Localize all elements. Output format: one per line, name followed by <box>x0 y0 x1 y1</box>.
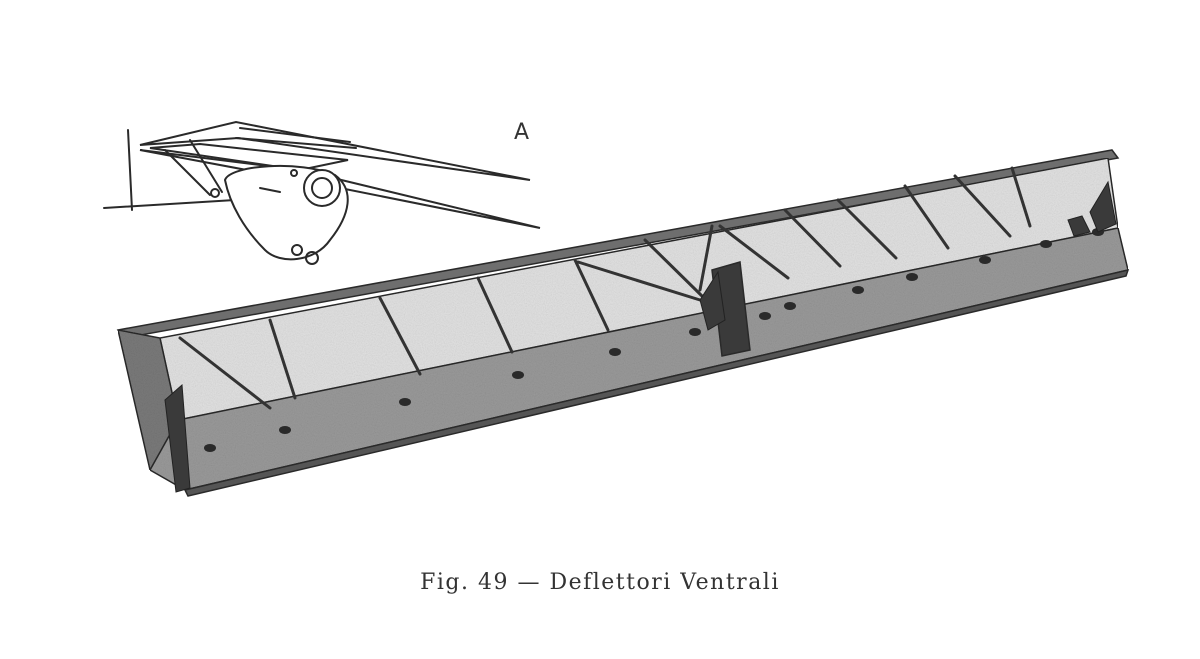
deflector-fins <box>164 180 1117 493</box>
detail-a-mechanism <box>103 120 541 265</box>
figure-caption: Fig. 49 — Deflettori Ventrali <box>420 570 780 595</box>
bolt-holes <box>204 228 1104 452</box>
detail-label-a: A <box>514 120 530 145</box>
deflector-ribs <box>178 166 1032 410</box>
